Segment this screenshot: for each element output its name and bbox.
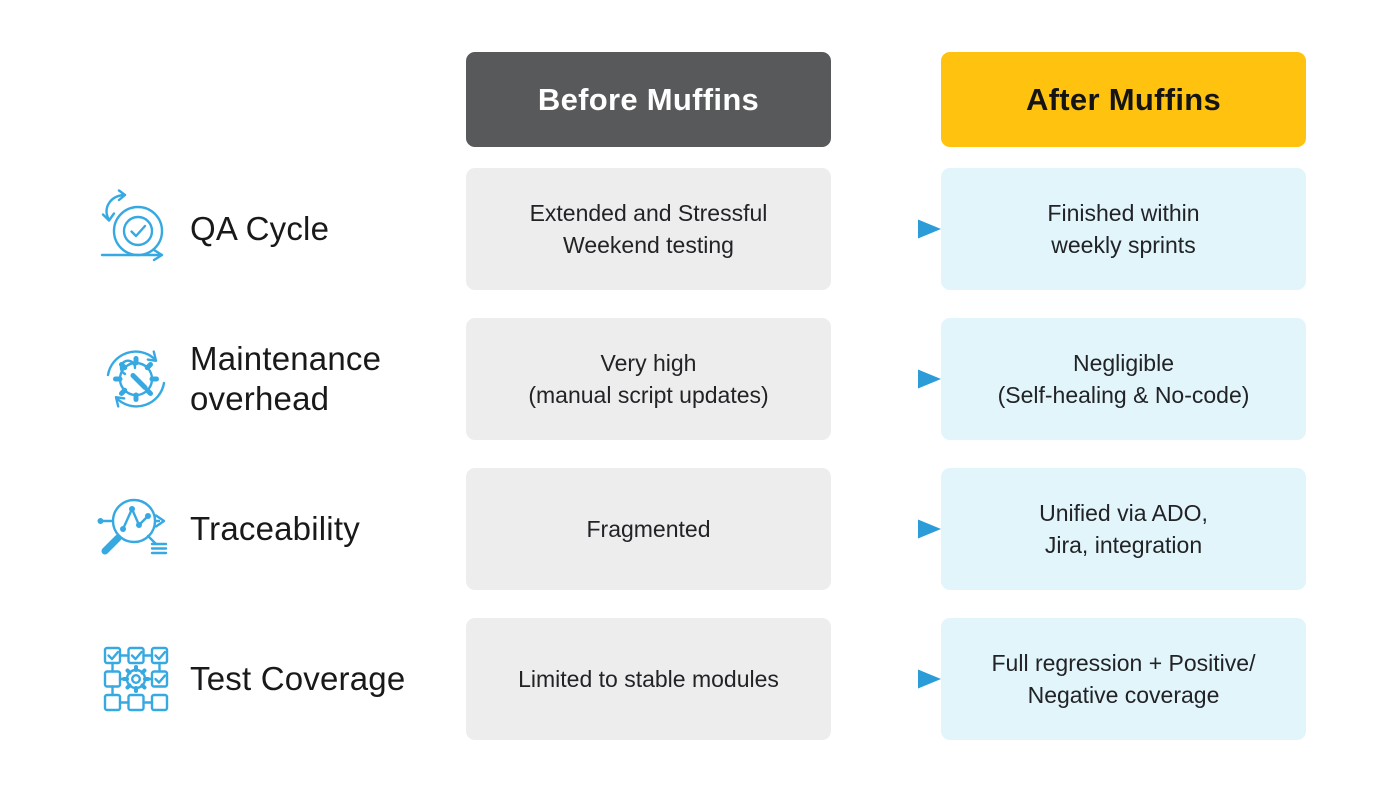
before-header: Before Muffins bbox=[466, 52, 831, 147]
after-cell: Negligible (Self-healing & No-code) bbox=[941, 318, 1306, 440]
row-label-cell: Test Coverage bbox=[96, 639, 466, 719]
comparison-row-maintenance-overhead: Maintenance overhead Very high (manual s… bbox=[96, 318, 1400, 440]
row-label-cell: Traceability bbox=[96, 489, 466, 569]
row-label-cell: QA Cycle bbox=[96, 189, 466, 269]
maintenance-gear-icon bbox=[96, 339, 184, 419]
comparison-row-traceability: Traceability Fragmented Unified via ADO,… bbox=[96, 468, 1400, 590]
header-arrow-spacer bbox=[831, 52, 941, 147]
before-cell: Limited to stable modules bbox=[466, 618, 831, 740]
test-coverage-icon bbox=[96, 639, 184, 719]
comparison-row-qa-cycle: QA Cycle Extended and Stressful Weekend … bbox=[96, 168, 1400, 290]
before-cell: Extended and Stressful Weekend testing bbox=[466, 168, 831, 290]
row-label: Traceability bbox=[190, 509, 360, 547]
before-cell: Fragmented bbox=[466, 468, 831, 590]
after-cell: Full regression + Positive/ Negative cov… bbox=[941, 618, 1306, 740]
row-label: QA Cycle bbox=[190, 209, 330, 247]
before-cell: Very high (manual script updates) bbox=[466, 318, 831, 440]
row-label: Test Coverage bbox=[190, 659, 406, 697]
after-cell: Unified via ADO, Jira, integration bbox=[941, 468, 1306, 590]
agile-sprint-icon bbox=[96, 189, 184, 269]
after-header: After Muffins bbox=[941, 52, 1306, 147]
before-to-after-arrow bbox=[831, 667, 941, 691]
comparison-row-test-coverage: Test Coverage Limited to stable modules … bbox=[96, 618, 1400, 740]
row-label: Maintenance overhead bbox=[190, 339, 382, 417]
before-to-after-arrow bbox=[831, 217, 941, 241]
row-label-cell: Maintenance overhead bbox=[96, 339, 466, 420]
before-to-after-arrow bbox=[831, 517, 941, 541]
before-to-after-arrow bbox=[831, 367, 941, 391]
header-row: Before Muffins After Muffins bbox=[96, 52, 1400, 147]
header-label-spacer bbox=[96, 52, 466, 147]
traceability-magnifier-icon bbox=[96, 489, 184, 569]
after-cell: Finished within weekly sprints bbox=[941, 168, 1306, 290]
